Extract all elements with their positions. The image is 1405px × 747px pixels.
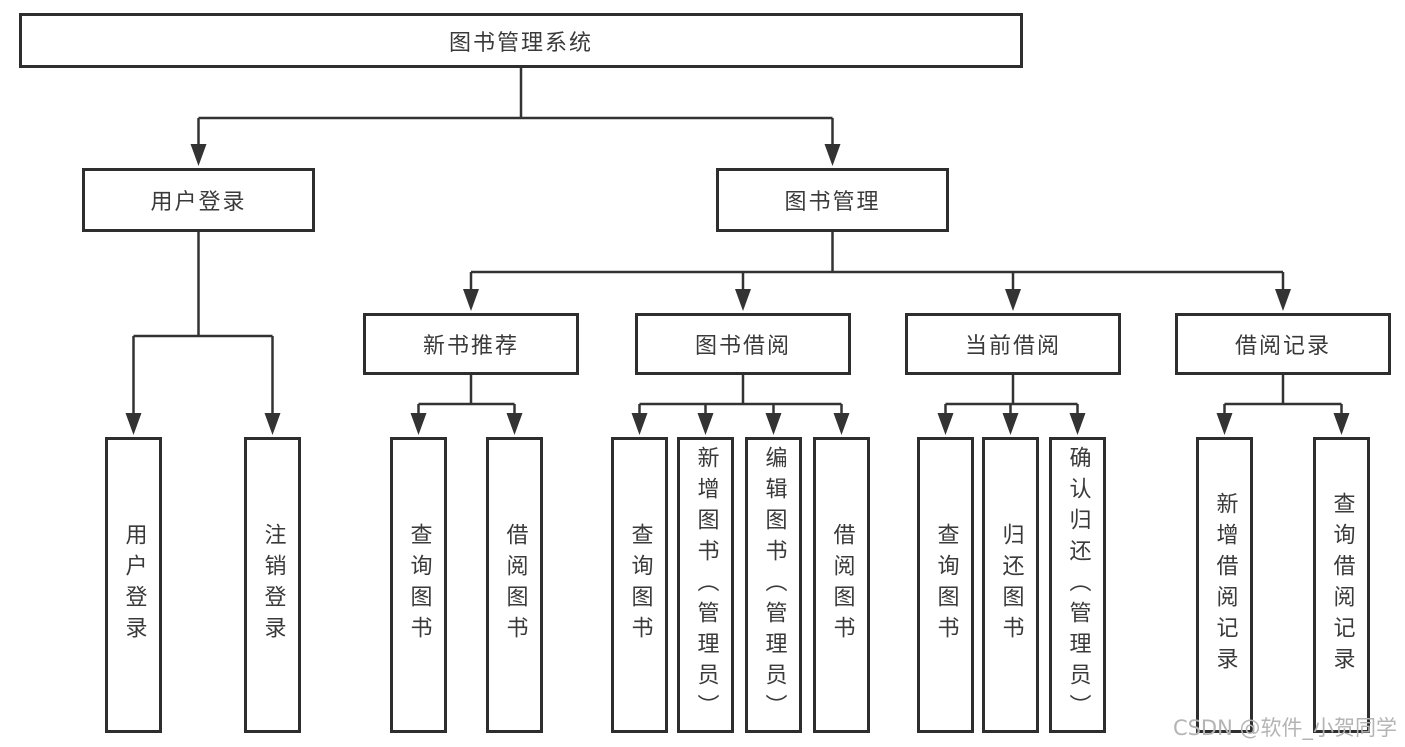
arrowhead-icon [937,413,954,435]
node-label: 编辑图书（管理员） [761,445,787,725]
node-library-management-system: 图书管理系统 [19,13,1023,68]
leaf-user-login: 用户登录 [105,437,162,733]
node-label: 图书管理 [784,190,881,215]
connector-root-to-level2 [197,68,834,150]
node-label: 用户登录 [150,190,247,215]
node-label: 查询图书 [406,523,432,647]
leaf-edit-books-admin: 编辑图书（管理员） [745,437,802,733]
arrowhead-icon [697,413,714,435]
arrowhead-icon [1275,289,1291,311]
arrowhead-icon [765,413,782,435]
arrowhead-icon [1333,413,1350,435]
leaf-borrow-books-newbooks: 借阅图书 [486,437,543,733]
arrowhead-icon [631,413,648,435]
node-label: 新增图书（管理员） [693,445,719,725]
node-user-login: 用户登录 [82,168,315,232]
leaf-query-books-borrowing: 查询图书 [611,437,668,733]
node-book-management: 图书管理 [716,168,949,232]
node-label: 新书推荐 [422,334,519,359]
leaf-logout: 注销登录 [244,437,301,733]
node-label: 查询图书 [627,523,653,647]
arrowhead-icon [1069,413,1086,435]
node-label: 归还图书 [998,523,1024,647]
node-label: 用户登录 [121,523,147,647]
connector-borrow-records-to-leaves [1223,375,1343,418]
arrowhead-icon [1005,289,1021,311]
node-label: 借阅图书 [829,523,855,647]
node-label: 查询图书 [933,523,959,647]
arrowhead-icon [506,413,523,435]
leaf-borrow-books-borrowing: 借阅图书 [813,437,870,733]
node-book-borrowing: 图书借阅 [635,313,851,375]
leaf-add-borrow-record: 新增借阅记录 [1196,437,1253,733]
node-label: 图书借阅 [694,334,791,359]
connector-current-borrow-to-leaves [944,375,1079,418]
node-label: 当前借阅 [964,334,1061,359]
node-new-book-recommend: 新书推荐 [363,313,579,375]
connector-user-login-to-leaves [132,232,274,418]
arrowhead-icon [824,144,841,166]
arrowhead-icon [833,413,850,435]
arrowhead-icon [1216,413,1233,435]
node-label: 借阅图书 [502,523,528,647]
leaf-add-books-admin: 新增图书（管理员） [677,437,734,733]
arrowhead-icon [410,413,427,435]
connector-book-mgmt-to-level3 [469,232,1285,293]
connector-book-borrow-to-leaves [638,375,843,418]
node-label: 新增借阅记录 [1212,492,1238,678]
arrowhead-icon [190,144,207,166]
node-label: 查询借阅记录 [1329,492,1355,678]
arrowhead-icon [735,289,751,311]
node-label: 确认归还（管理员） [1065,445,1091,725]
node-borrowing-records: 借阅记录 [1175,313,1391,375]
leaf-query-borrow-record: 查询借阅记录 [1313,437,1370,733]
node-current-borrowing: 当前借阅 [905,313,1121,375]
node-label: 图书管理系统 [448,30,593,56]
csdn-watermark: CSDN @软件_小贺同学 [1172,716,1397,740]
node-label: 借阅记录 [1234,334,1331,359]
arrowhead-icon [125,413,142,435]
connector-new-books-to-leaves [417,375,516,418]
leaf-return-books: 归还图书 [982,437,1039,733]
leaf-query-books-current: 查询图书 [917,437,974,733]
arrowhead-icon [463,289,479,311]
arrowhead-icon [264,413,281,435]
leaf-query-books-newbooks: 查询图书 [390,437,447,733]
arrowhead-icon [1002,413,1019,435]
leaf-confirm-return-admin: 确认归还（管理员） [1049,437,1106,733]
node-label: 注销登录 [260,523,286,647]
